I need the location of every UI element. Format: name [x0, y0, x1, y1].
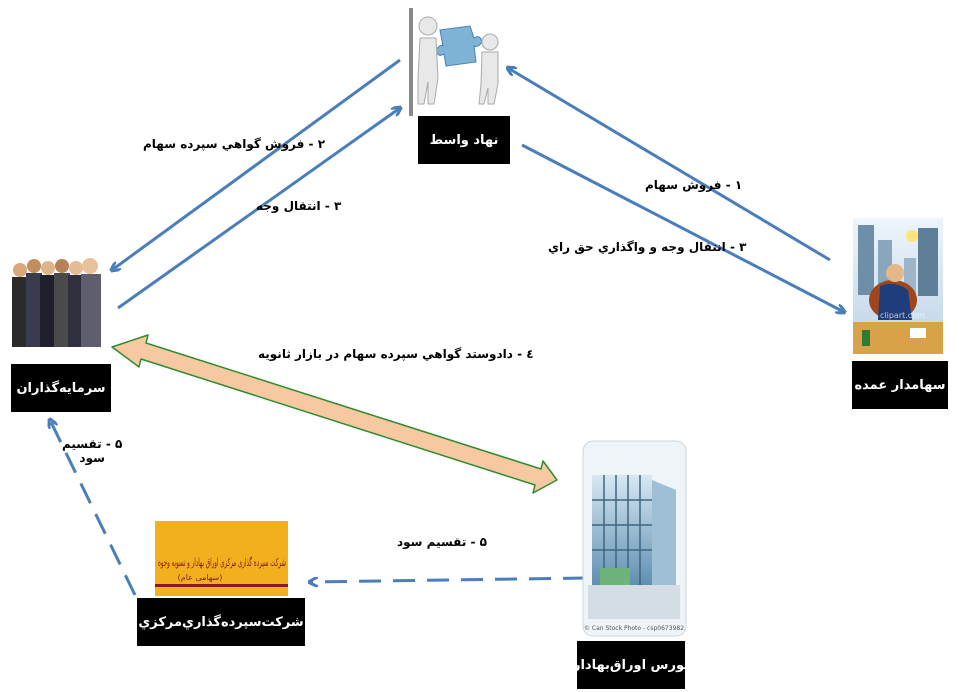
arrow-share-sale [508, 68, 831, 262]
intermediary-image [409, 8, 506, 116]
node-stock-exchange: بورس اوراق‌بهادار [573, 641, 689, 689]
node-investors: سرمايه‌گذاران [11, 364, 111, 412]
label-dividend-to-investors: ۵ - تقسيم سود [62, 437, 122, 465]
arrow-cert-sale [112, 58, 401, 270]
stock-exchange-image: © Can Stock Photo - csp0673982 [582, 440, 687, 637]
label-fund-transfer-voting: ۳ - انتقال وجه و واگذاري حق راي [548, 240, 747, 254]
major-shareholder-image: clipart.com [853, 218, 943, 354]
node-depository: شرکت‌سپرده‌گذاري‌مرکزي [137, 598, 305, 646]
label-secondary-trading: ٤ - دادوستد گواهي سپرده سهام در بازار ثا… [258, 347, 534, 361]
label-dividend-to-investors-line1: ۵ - تقسيم [62, 437, 123, 451]
label-fund-transfer: ۳ - انتقال وجه [256, 199, 342, 213]
depository-logo-subtext: (سهامی عام) [178, 573, 223, 582]
arrow-secondary-trading [111, 334, 558, 494]
arrow-dividend-to-depository [310, 576, 586, 582]
arrow-fund-transfer-voting [521, 143, 844, 312]
label-share-sale: ۱ - فروش سهام [645, 178, 743, 192]
node-intermediary: نهاد واسط [418, 116, 510, 164]
label-dividend-to-depository: ۵ - تقسيم سود [397, 535, 487, 549]
arrow-fund-transfer [117, 108, 400, 310]
label-cert-sale: ۲ - فروش گواهي سپرده سهام [143, 137, 326, 151]
investors-image [12, 258, 101, 347]
depository-logo-text: شرکت سپرده گذاری مرکزی اوراق بهادار و تس… [158, 556, 286, 569]
stock-photo-caption: © Can Stock Photo - csp0673982 [584, 625, 684, 632]
depository-logo: شرکت سپرده گذاری مرکزی اوراق بهادار و تس… [155, 521, 288, 596]
node-major-shareholder: سهامدار عمده [852, 361, 948, 409]
label-dividend-to-investors-line2: سود [79, 451, 105, 465]
clipart-watermark: clipart.com [880, 311, 925, 320]
